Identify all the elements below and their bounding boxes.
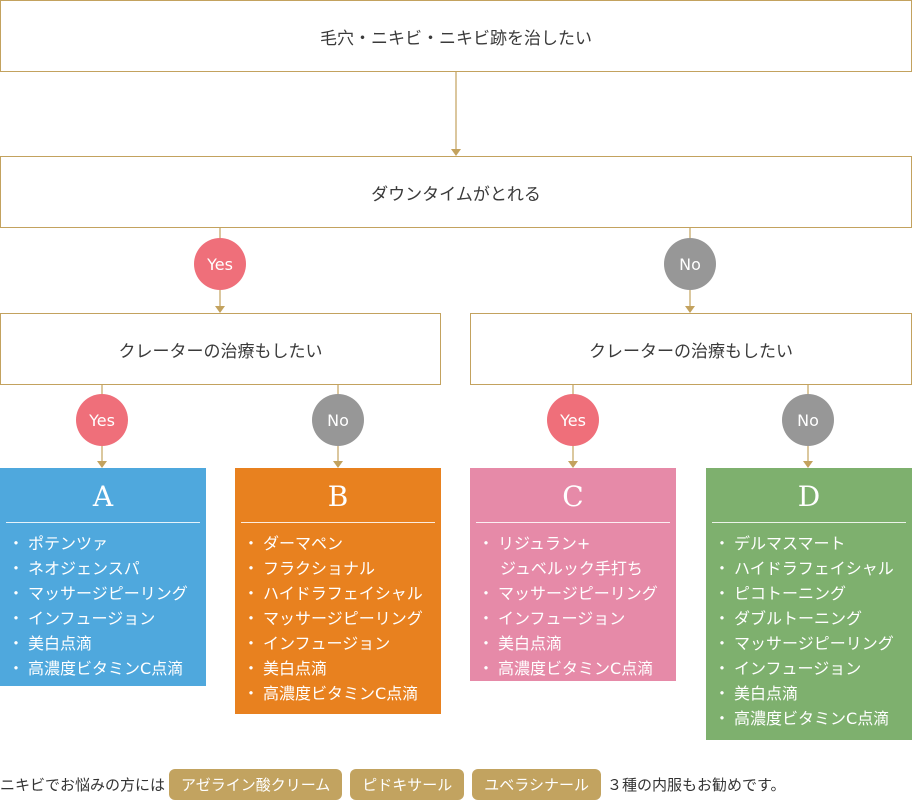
- list-item: ・高濃度ビタミンC点滴: [8, 659, 184, 678]
- card-a-letter: A: [92, 480, 114, 513]
- list-item: ・美白点滴: [714, 684, 799, 703]
- list-item: ・デルマスマート: [714, 534, 846, 553]
- no-badge-downtime: No: [664, 238, 716, 290]
- list-item: ・リジュラン+: [478, 534, 591, 553]
- list-item: ・美白点滴: [243, 659, 328, 678]
- yes-badge-left: Yes: [76, 394, 128, 446]
- card-a-divider: [6, 522, 200, 523]
- list-item: ・マッサージピーリング: [8, 584, 188, 603]
- card-c-divider: [476, 522, 670, 523]
- question-top-box: 毛穴・ニキビ・ニキビ跡を治したい: [0, 0, 912, 72]
- result-card-b: B ・ダーマペン ・フラクショナル ・ハイドラフェイシャル ・マッサージピーリン…: [235, 468, 441, 714]
- pill-juvela: ユベラシナール: [472, 768, 601, 800]
- list-item: ・美白点滴: [8, 634, 93, 653]
- list-item: ・美白点滴: [478, 634, 563, 653]
- list-item: ・ダブルトーニング: [714, 609, 863, 628]
- result-card-d: D ・デルマスマート ・ハイドラフェイシャル ・ピコトーニング ・ダブルトーニン…: [706, 468, 912, 740]
- result-card-a: A ・ポテンツァ ・ネオジェンスパ ・マッサージピーリング ・インフュージョン …: [0, 468, 206, 686]
- no-badge-left: No: [312, 394, 364, 446]
- question-crater-left-box: クレーターの治療もしたい: [0, 313, 441, 385]
- question-top-text: 毛穴・ニキビ・ニキビ跡を治したい: [320, 28, 592, 49]
- list-item: ・高濃度ビタミンC点滴: [714, 709, 890, 728]
- list-item: ・インフュージョン: [478, 609, 626, 628]
- pill-azelaic-cream: アゼライン酸クリーム: [169, 768, 343, 800]
- card-a-list: ・ポテンツァ ・ネオジェンスパ ・マッサージピーリング ・インフュージョン ・美…: [0, 531, 206, 681]
- list-item: ・インフュージョン: [714, 659, 862, 678]
- question-crater-left-text: クレーターの治療もしたい: [118, 341, 323, 362]
- question-crater-right-text: クレーターの治療もしたい: [589, 341, 793, 362]
- footer-suffix: ３種の内服もお勧めです。: [607, 775, 786, 794]
- card-b-divider: [241, 522, 435, 523]
- card-b-letter: B: [327, 480, 349, 513]
- no-badge-right: No: [782, 394, 834, 446]
- list-item: ・ダーマペン: [243, 534, 344, 553]
- list-item: ・ポテンツァ: [8, 534, 109, 553]
- question-downtime-box: ダウンタイムがとれる: [0, 156, 912, 228]
- footer-prefix: ニキビでお悩みの方には: [0, 775, 166, 794]
- question-crater-right-box: クレーターの治療もしたい: [470, 313, 912, 385]
- list-item: ・高濃度ビタミンC点滴: [478, 659, 654, 678]
- list-item: ・インフュージョン: [243, 634, 391, 653]
- list-item: ・高濃度ビタミンC点滴: [243, 684, 419, 703]
- list-item: ・ネオジェンスパ: [8, 559, 140, 578]
- card-d-letter: D: [797, 480, 821, 513]
- list-item: ・ハイドラフェイシャル: [714, 559, 894, 578]
- question-downtime-text: ダウンタイムがとれる: [371, 184, 541, 205]
- list-item: ・フラクショナル: [243, 559, 376, 578]
- card-c-list: ・リジュラン+ ジュベルック手打ち ・マッサージピーリング ・インフュージョン …: [470, 531, 676, 681]
- pill-pydoxal: ピドキサール: [350, 768, 465, 800]
- list-item: ・ハイドラフェイシャル: [243, 584, 423, 603]
- footer-note: ニキビでお悩みの方には アゼライン酸クリーム ピドキサール ユベラシナール ３種…: [0, 768, 912, 800]
- list-item: ・マッサージピーリング: [243, 609, 423, 628]
- yes-badge-right: Yes: [547, 394, 599, 446]
- list-item: ・ピコトーニング: [714, 584, 847, 603]
- card-d-divider: [712, 522, 906, 523]
- list-item-continuation: ジュベルック手打ち: [500, 559, 643, 578]
- list-item: ・インフュージョン: [8, 609, 156, 628]
- card-c-letter: C: [562, 480, 584, 513]
- yes-badge-downtime: Yes: [194, 238, 246, 290]
- result-card-c: C ・リジュラン+ ジュベルック手打ち ・マッサージピーリング ・インフュージョ…: [470, 468, 676, 681]
- list-item: ・マッサージピーリング: [478, 584, 658, 603]
- list-item: ・マッサージピーリング: [714, 634, 894, 653]
- card-b-list: ・ダーマペン ・フラクショナル ・ハイドラフェイシャル ・マッサージピーリング …: [235, 531, 441, 706]
- card-d-list: ・デルマスマート ・ハイドラフェイシャル ・ピコトーニング ・ダブルトーニング …: [706, 531, 912, 731]
